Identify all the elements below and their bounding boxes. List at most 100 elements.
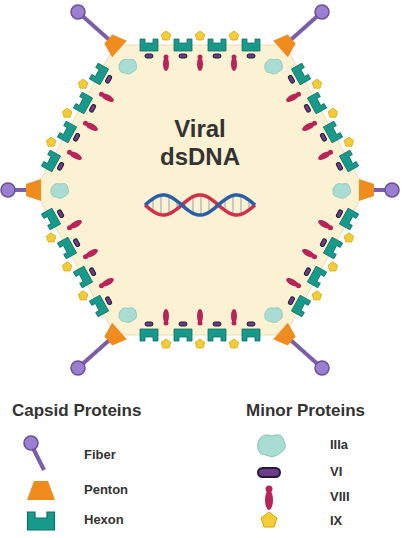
- viii-protein: [301, 121, 316, 133]
- dna-rung: [200, 195, 202, 215]
- vi-protein: [89, 267, 96, 276]
- viii-protein: [197, 309, 203, 323]
- viii-protein-head: [232, 55, 237, 60]
- viii-protein: [301, 247, 316, 259]
- viii-protein-head: [99, 283, 104, 288]
- capsid-hexagon: Viral dsDNA: [35, 45, 365, 335]
- vi-protein: [105, 75, 112, 84]
- penton-protein: [359, 179, 374, 201]
- vi-protein: [145, 54, 153, 58]
- ix-protein: [62, 108, 72, 117]
- ix-protein: [161, 339, 171, 348]
- ix-protein: [312, 291, 322, 300]
- hexon-protein: [57, 121, 76, 143]
- dna-rung: [176, 201, 178, 209]
- hexon-protein: [323, 237, 342, 259]
- viii-protein-head: [67, 225, 72, 230]
- dna-strand: [145, 195, 255, 215]
- viii-protein-head: [312, 121, 317, 126]
- ix-protein: [78, 79, 88, 88]
- hexon-protein: [339, 208, 358, 230]
- viii-protein-head: [83, 254, 88, 259]
- legend-heading: Capsid Proteins: [12, 400, 141, 422]
- vi-icon: [258, 468, 280, 477]
- viii-protein-head: [328, 150, 333, 155]
- vi-protein: [320, 133, 327, 142]
- fiber-knob: [71, 361, 85, 375]
- ix-protein: [344, 137, 354, 146]
- viii-protein: [285, 92, 300, 104]
- vi-protein: [179, 54, 187, 58]
- viii-protein-head: [99, 92, 104, 97]
- viii-protein: [84, 121, 99, 133]
- viii-protein: [163, 57, 169, 71]
- hexon-protein: [57, 237, 76, 259]
- vi-protein: [247, 54, 255, 58]
- hexon-protein: [242, 39, 260, 51]
- vi-protein: [73, 133, 80, 142]
- legend-text: IX: [330, 513, 342, 529]
- ix-protein: [229, 31, 239, 40]
- iiia-protein: [119, 308, 137, 323]
- hexon-protein: [89, 63, 108, 85]
- fiber-icon-knob: [24, 436, 38, 450]
- fiber-shaft: [285, 12, 322, 45]
- viii-protein: [317, 150, 332, 162]
- iiia-protein: [51, 184, 69, 199]
- viii-protein: [68, 150, 83, 162]
- node-text: Viral dsDNA: [150, 115, 250, 171]
- vi-protein: [213, 54, 221, 58]
- viii-protein-head: [328, 225, 333, 230]
- vi-protein: [145, 322, 153, 326]
- fiber-shaft: [78, 335, 115, 368]
- hexon-protein: [307, 266, 326, 288]
- vi-protein: [288, 296, 295, 305]
- viii-protein: [197, 57, 203, 71]
- viii-protein: [231, 57, 237, 71]
- hexon-protein: [174, 39, 192, 51]
- iiia-protein: [333, 184, 351, 199]
- viii-protein: [163, 309, 169, 323]
- hexon-protein: [208, 39, 226, 51]
- dna-rung: [152, 199, 154, 212]
- vi-protein: [179, 322, 187, 326]
- ix-icon: [261, 512, 277, 527]
- hexon-protein: [73, 92, 92, 114]
- iiia-protein: [265, 308, 283, 323]
- dna-rung: [224, 200, 226, 211]
- penton-protein: [273, 323, 299, 349]
- hexon-protein: [89, 295, 108, 317]
- penton-protein: [101, 31, 127, 57]
- iiia-icon: [258, 435, 286, 457]
- viii-protein-head: [164, 55, 169, 60]
- dna-rung: [232, 196, 234, 215]
- ix-protein: [78, 291, 88, 300]
- hexon-protein: [208, 329, 226, 341]
- penton-protein: [101, 323, 127, 349]
- legend-text: Penton: [84, 482, 128, 498]
- capsid-outline: [35, 45, 365, 335]
- vi-protein: [247, 322, 255, 326]
- fiber-shaft: [8, 188, 35, 192]
- viii-protein: [68, 218, 83, 230]
- dna-rung: [192, 197, 194, 214]
- hexon-protein: [73, 266, 92, 288]
- vi-protein: [304, 267, 311, 276]
- fiber-knob: [385, 183, 399, 197]
- ix-protein: [328, 262, 338, 271]
- hexon-protein: [140, 39, 158, 51]
- fiber-knob: [315, 5, 329, 19]
- ix-protein: [62, 262, 72, 271]
- vi-protein: [288, 75, 295, 84]
- vi-protein: [320, 238, 327, 247]
- penton-protein: [273, 31, 299, 57]
- iiia-protein: [265, 59, 283, 74]
- ix-protein: [46, 137, 56, 146]
- viii-protein-head: [312, 254, 317, 259]
- fiber-shaft: [78, 12, 115, 45]
- penton-icon: [27, 481, 55, 500]
- vi-protein: [57, 162, 64, 171]
- ix-protein: [46, 233, 56, 242]
- viii-protein: [100, 276, 115, 288]
